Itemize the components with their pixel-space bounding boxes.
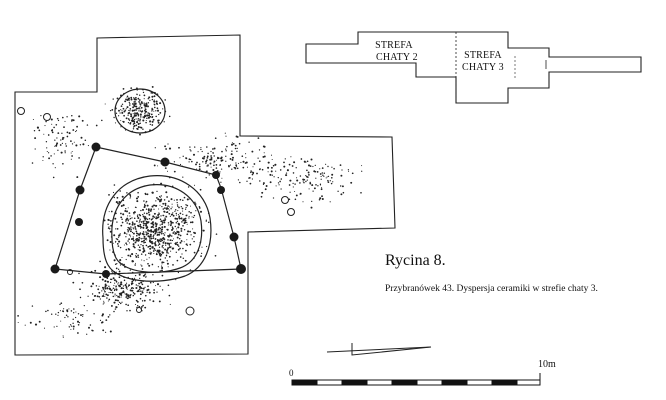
figure-title: Rycina 8. <box>385 252 446 269</box>
scale-end-label: 10m <box>538 359 556 370</box>
posthole <box>160 157 170 167</box>
key-plan-outline <box>305 31 642 104</box>
posthole <box>50 264 60 274</box>
hut-pit-inner <box>111 184 203 273</box>
north-arrow <box>326 343 432 356</box>
small-pit <box>114 88 166 134</box>
posthole <box>102 270 110 278</box>
posthole <box>229 232 239 242</box>
open-postholes <box>17 107 295 316</box>
posthole <box>236 264 246 274</box>
hut-outline-line <box>54 146 242 275</box>
hut-pit-outer <box>102 175 212 282</box>
posthole <box>217 186 225 194</box>
postholes <box>50 142 246 278</box>
ceramic-scatter <box>17 85 363 338</box>
figure-caption: Przybranówek 43. Dyspersja ceramiki w st… <box>385 284 598 294</box>
posthole <box>75 185 85 195</box>
posthole <box>212 171 220 179</box>
scale-start-label: 0 <box>289 368 294 378</box>
trench-outline <box>14 34 396 356</box>
zone-label-hut-3: STREFA CHATY 3 <box>462 50 504 73</box>
posthole <box>75 218 83 226</box>
posthole <box>91 142 101 152</box>
zone-label-hut-2: STREFA CHATY 2 <box>375 40 418 63</box>
scale-bar <box>291 373 541 386</box>
